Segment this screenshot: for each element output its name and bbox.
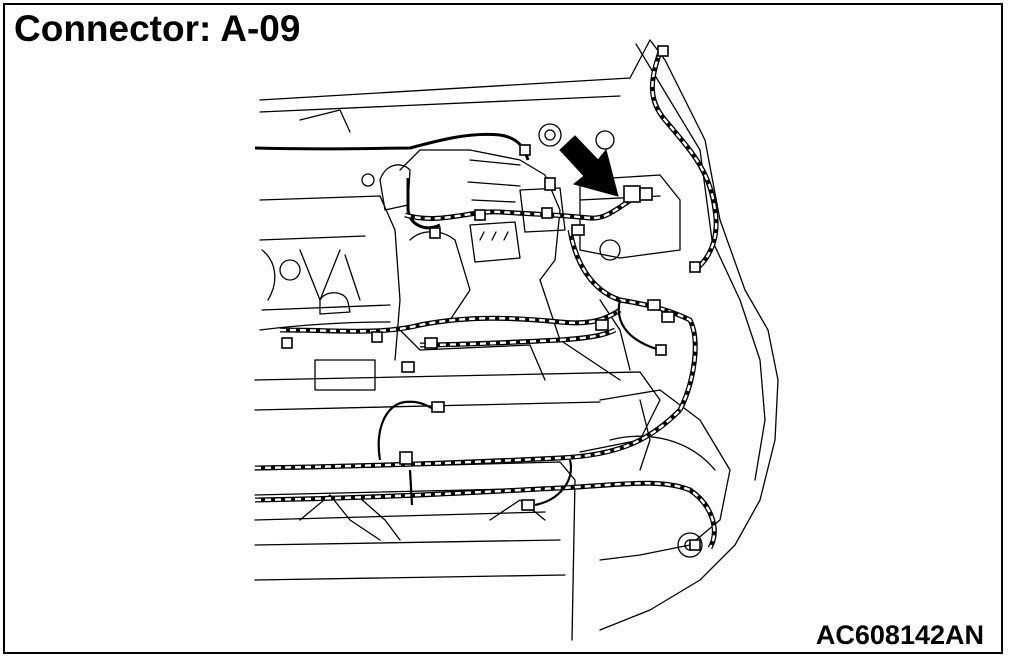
connector bbox=[647, 299, 661, 311]
solid-harness bbox=[254, 132, 530, 161]
connector bbox=[657, 45, 669, 57]
connector bbox=[429, 227, 441, 239]
diagram-title: Connector: A-09 bbox=[14, 8, 301, 49]
connector bbox=[541, 207, 553, 219]
connector bbox=[519, 144, 531, 156]
connector bbox=[689, 539, 701, 551]
connector-a-09 bbox=[623, 185, 641, 203]
relay-box-outline bbox=[469, 221, 521, 263]
connector bbox=[281, 337, 293, 349]
connector bbox=[571, 224, 585, 236]
connector bbox=[655, 344, 667, 356]
connector bbox=[399, 451, 413, 465]
engine-block-outline bbox=[259, 195, 401, 361]
hood-outline bbox=[259, 39, 779, 631]
connector bbox=[661, 311, 675, 323]
connector bbox=[401, 361, 415, 373]
connector bbox=[474, 209, 486, 221]
connector bbox=[544, 177, 556, 191]
connector bbox=[424, 337, 438, 349]
headlight-outline bbox=[599, 389, 731, 561]
connector bbox=[689, 261, 701, 273]
connector bbox=[431, 401, 445, 413]
diagram-frame bbox=[3, 3, 1003, 654]
battery-outline bbox=[579, 174, 681, 259]
connector bbox=[639, 187, 653, 201]
pointer-arrow bbox=[559, 135, 619, 197]
connector bbox=[521, 499, 535, 511]
connector bbox=[595, 319, 609, 331]
connector bbox=[371, 331, 383, 343]
figure-code: AC608142AN bbox=[815, 620, 984, 650]
